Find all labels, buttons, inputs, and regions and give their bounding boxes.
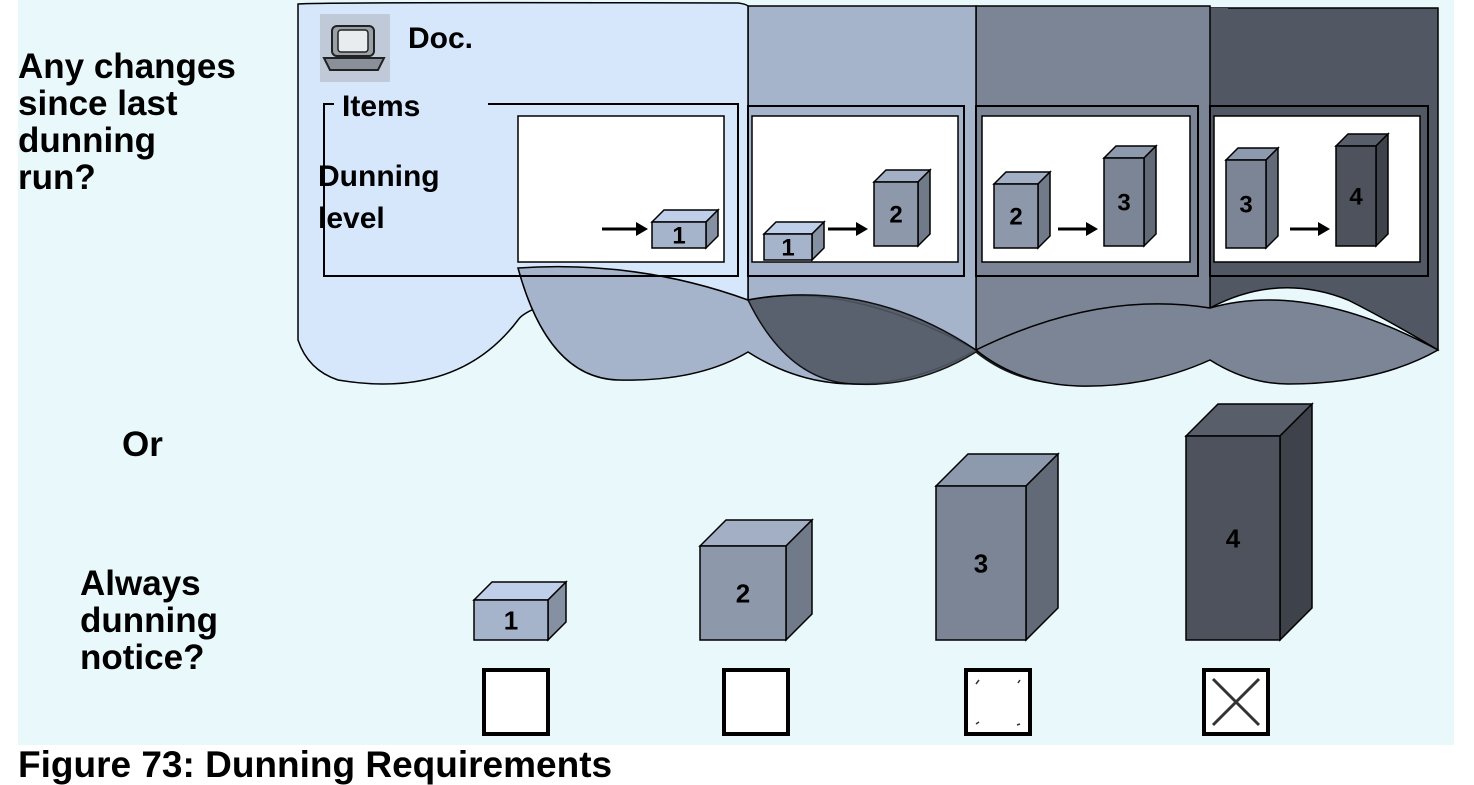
level-bar-2: 2 [698, 518, 814, 642]
level-bars: 1 2 3 4 [472, 402, 1314, 736]
level-cube-to: 1 [650, 208, 720, 250]
level-number: 2 [889, 202, 902, 229]
always-notice-checkbox-2[interactable] [722, 668, 790, 736]
level-number: 4 [1226, 523, 1241, 553]
changes-question: Any changes since last dunning run? [18, 48, 236, 196]
figure-caption: Figure 73: Dunning Requirements [18, 744, 613, 785]
field-frame-2 [747, 105, 965, 277]
dunning-level-label-line1: Dunning [318, 160, 440, 193]
always-notice-checkbox-3[interactable] [964, 668, 1032, 736]
always-question-line2: dunning [80, 601, 219, 640]
doc-label: Doc. [408, 22, 473, 55]
document-tray-icon [320, 14, 390, 82]
changes-question-line4: run? [18, 158, 96, 197]
level-number: 3 [1239, 192, 1252, 219]
dunning-level-label-line2: level [318, 202, 385, 235]
level-cube-from: 1 [762, 220, 826, 262]
items-group: Items Dunning level [318, 90, 739, 277]
items-label: Items [342, 90, 420, 123]
level-number: 1 [781, 235, 794, 262]
level-number: 4 [1349, 184, 1363, 211]
change-arrow [828, 222, 868, 236]
level-changes: 1 1 2 2 3 3 4 [602, 132, 1390, 262]
level-cube-to: 2 [872, 168, 932, 248]
always-question-line1: Always [80, 564, 201, 603]
level-number: 1 [504, 605, 518, 635]
level-number: 2 [1009, 204, 1022, 231]
diagram-canvas: Doc. Items Dunning level 1 1 2 2 3 3 4 1 2 3 4 An… [18, 0, 1454, 745]
or-label: Or [122, 425, 163, 464]
level-number: 2 [736, 578, 750, 608]
level-number: 3 [1117, 190, 1130, 217]
changes-question-line1: Any changes [18, 47, 236, 86]
level-bar-4: 4 [1184, 402, 1314, 642]
dunning-diagram: Doc. Items Dunning level 1 1 2 2 3 3 4 1 2 3 4 [297, 1, 1440, 736]
level-bar-3: 3 [934, 452, 1060, 642]
change-arrow [1290, 222, 1330, 236]
level-number: 3 [974, 548, 988, 578]
change-arrow [1058, 222, 1098, 236]
level-cube-to: 3 [1102, 144, 1158, 248]
field-frame-4 [1209, 105, 1429, 277]
level-cube-to: 4 [1334, 132, 1390, 248]
always-notice-checkbox-4[interactable] [1202, 668, 1270, 736]
always-notice-checkbox-1[interactable] [482, 668, 550, 736]
changes-question-line3: dunning [18, 121, 157, 160]
changes-question-line2: since last [18, 84, 178, 123]
always-question-line3: notice? [80, 638, 205, 677]
always-question: Always dunning notice? [80, 565, 218, 676]
change-arrow [602, 222, 648, 236]
level-cube-from: 3 [1224, 146, 1280, 250]
field-frame-3 [975, 105, 1199, 277]
level-bar-1: 1 [472, 580, 568, 642]
level-cube-from: 2 [992, 170, 1052, 250]
level-number: 1 [672, 223, 685, 250]
panel-wave-4 [974, 299, 1440, 387]
